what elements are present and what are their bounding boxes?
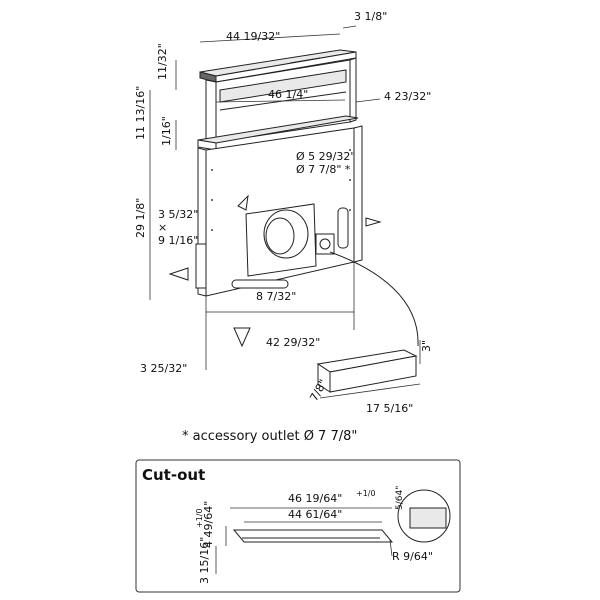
- dim-box-height: 3": [420, 340, 433, 352]
- side-opening-left: [195, 243, 207, 289]
- cutout-panel: Cut-out 46 19/64" +1/0 44 61/64" 4 49/64…: [135, 459, 461, 593]
- dim-side-depth: 4 23/32": [384, 90, 431, 103]
- airflow-arrow-right: [365, 217, 382, 227]
- riser-right: [349, 57, 357, 123]
- radius-leader: [389, 539, 393, 557]
- riser-window: [219, 69, 347, 103]
- body-right: [353, 125, 363, 263]
- rivet-dots: [211, 149, 351, 231]
- dim-line-side-depth: [355, 98, 381, 103]
- junction-box: [315, 233, 335, 255]
- cutout-edge: 5/64": [395, 486, 405, 510]
- dim-box-width: 17 5/16": [366, 402, 413, 415]
- cutout-thickness: 3 15/16": [198, 537, 211, 584]
- dim-line-top-width: [199, 33, 341, 43]
- cutout-slot: [232, 529, 394, 543]
- cutout-frame: [135, 459, 461, 593]
- cutout-outer-tol: +1/0: [356, 489, 376, 498]
- riser-left: [205, 79, 217, 143]
- dim-side-opening: 3 5/32"×9 1/16": [158, 208, 198, 247]
- cutout-title: Cut-out: [142, 466, 205, 484]
- power-cord: [329, 251, 419, 347]
- airflow-arrow-left: [168, 267, 189, 281]
- dimension-labels: 44 19/32" 3 1/8" 11/32" 46 1/4" 4 23/32"…: [134, 10, 433, 444]
- cutout-outer-width: 46 19/64": [288, 492, 342, 505]
- dim-outlet-diameters: Ø 5 29/32"Ø 7 7/8" *: [296, 150, 355, 176]
- dim-top-width: 44 19/32": [226, 30, 280, 43]
- cutout-depth-tol: +1/0: [195, 508, 204, 528]
- dim-body-height: 29 1/8": [134, 198, 147, 238]
- dim-top-depth: 3 1/8": [354, 10, 387, 23]
- outlet-duct: [263, 209, 309, 259]
- dim-line-inner-width: [215, 99, 346, 103]
- bottom-slot: [231, 279, 289, 289]
- dim-base-depth: 3 25/32": [140, 362, 187, 375]
- dim-line-box-width: [319, 383, 421, 399]
- footnote: * accessory outlet Ø 7 7/8": [182, 429, 357, 444]
- control-box-front: [329, 355, 417, 393]
- detail-section: [409, 507, 447, 529]
- cutout-inner-width: 44 61/64": [288, 508, 342, 521]
- dim-base-width: 42 29/32": [266, 336, 320, 349]
- dim-bottom-slot: 8 7/32": [256, 290, 296, 303]
- dim-cap-height: 11/32": [156, 43, 169, 80]
- dim-inner-width: 46 1/4": [268, 88, 308, 101]
- dim-line-top-depth: [342, 25, 357, 29]
- dim-rise: 11 13/16": [134, 86, 147, 140]
- outlet-inner: [265, 217, 295, 255]
- cutout-depth: 4 49/64": [202, 501, 215, 548]
- cutout-radius: R 9/64": [392, 550, 433, 563]
- side-opening-right: [337, 207, 349, 249]
- airflow-arrow-down: [233, 327, 251, 348]
- dim-gap: 1/16": [160, 116, 173, 146]
- junction-socket: [319, 238, 331, 250]
- dimension-lines: [149, 25, 421, 399]
- airflow-arrow-up: [237, 194, 249, 211]
- control-strip: [289, 57, 321, 64]
